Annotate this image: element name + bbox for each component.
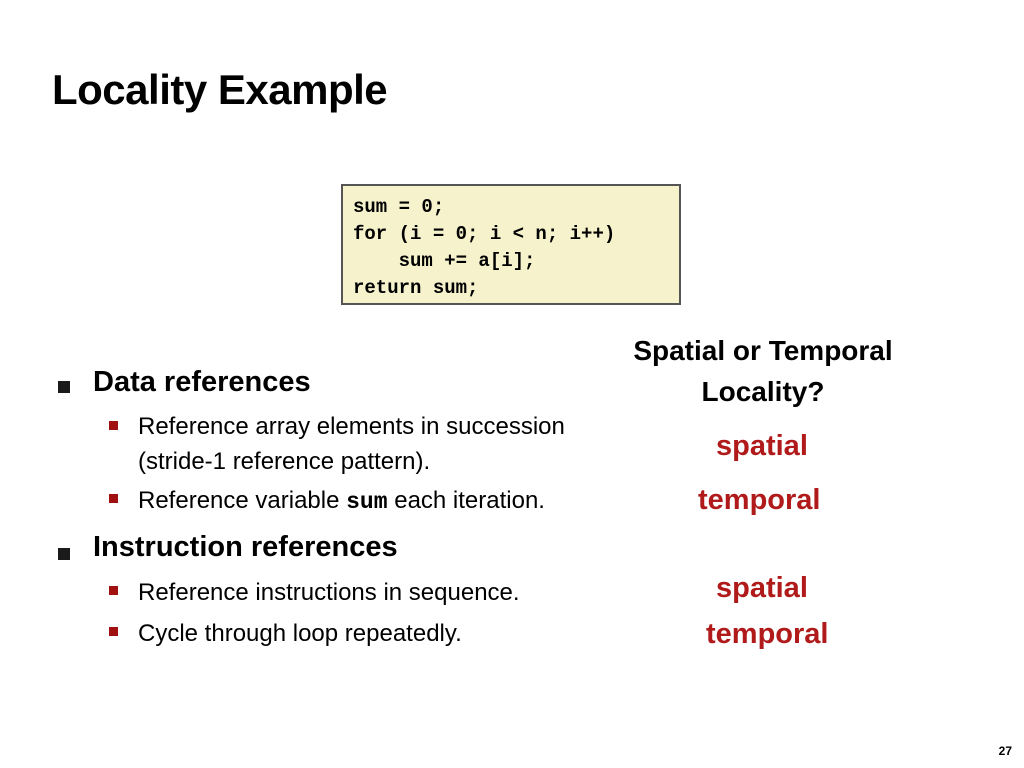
square-bullet-icon [109,627,118,636]
code-line: return sum; [353,277,479,299]
bullet-text: Reference variable sum each iteration. [138,484,545,519]
bullet-text: (stride-1 reference pattern). [138,448,431,475]
code-line: for (i = 0; i < n; i++) [353,223,616,245]
slide-title: Locality Example [52,66,388,113]
code-block: sum = 0; for (i = 0; i < n; i++) sum += … [341,184,681,305]
square-bullet-icon [109,421,118,430]
code-line: sum += a[i]; [353,250,536,272]
bullet-text: Reference instructions in sequence. [138,579,520,606]
answer-label: temporal [698,484,821,516]
locality-question-heading: Spatial or Temporal Locality? [608,330,918,412]
square-bullet-icon [58,548,70,560]
inline-code: sum [346,489,388,515]
square-bullet-icon [109,586,118,595]
bullet-text-suffix: each iteration. [387,487,545,514]
answer-label: spatial [716,572,808,604]
code-line: sum = 0; [353,196,445,218]
answer-label: temporal [706,618,829,650]
bullet-text: Reference array elements in succession [138,413,565,440]
question-line: Spatial or Temporal [633,335,893,366]
instruction-references-heading: Instruction references [93,531,398,563]
answer-label: spatial [716,430,808,462]
question-line: Locality? [701,376,825,407]
bullet-text-prefix: Reference variable [138,487,347,514]
square-bullet-icon [109,494,118,503]
page-number: 27 [998,744,1012,758]
square-bullet-icon [58,381,70,393]
bullet-text: Cycle through loop repeatedly. [138,620,462,647]
data-references-heading: Data references [93,366,311,398]
